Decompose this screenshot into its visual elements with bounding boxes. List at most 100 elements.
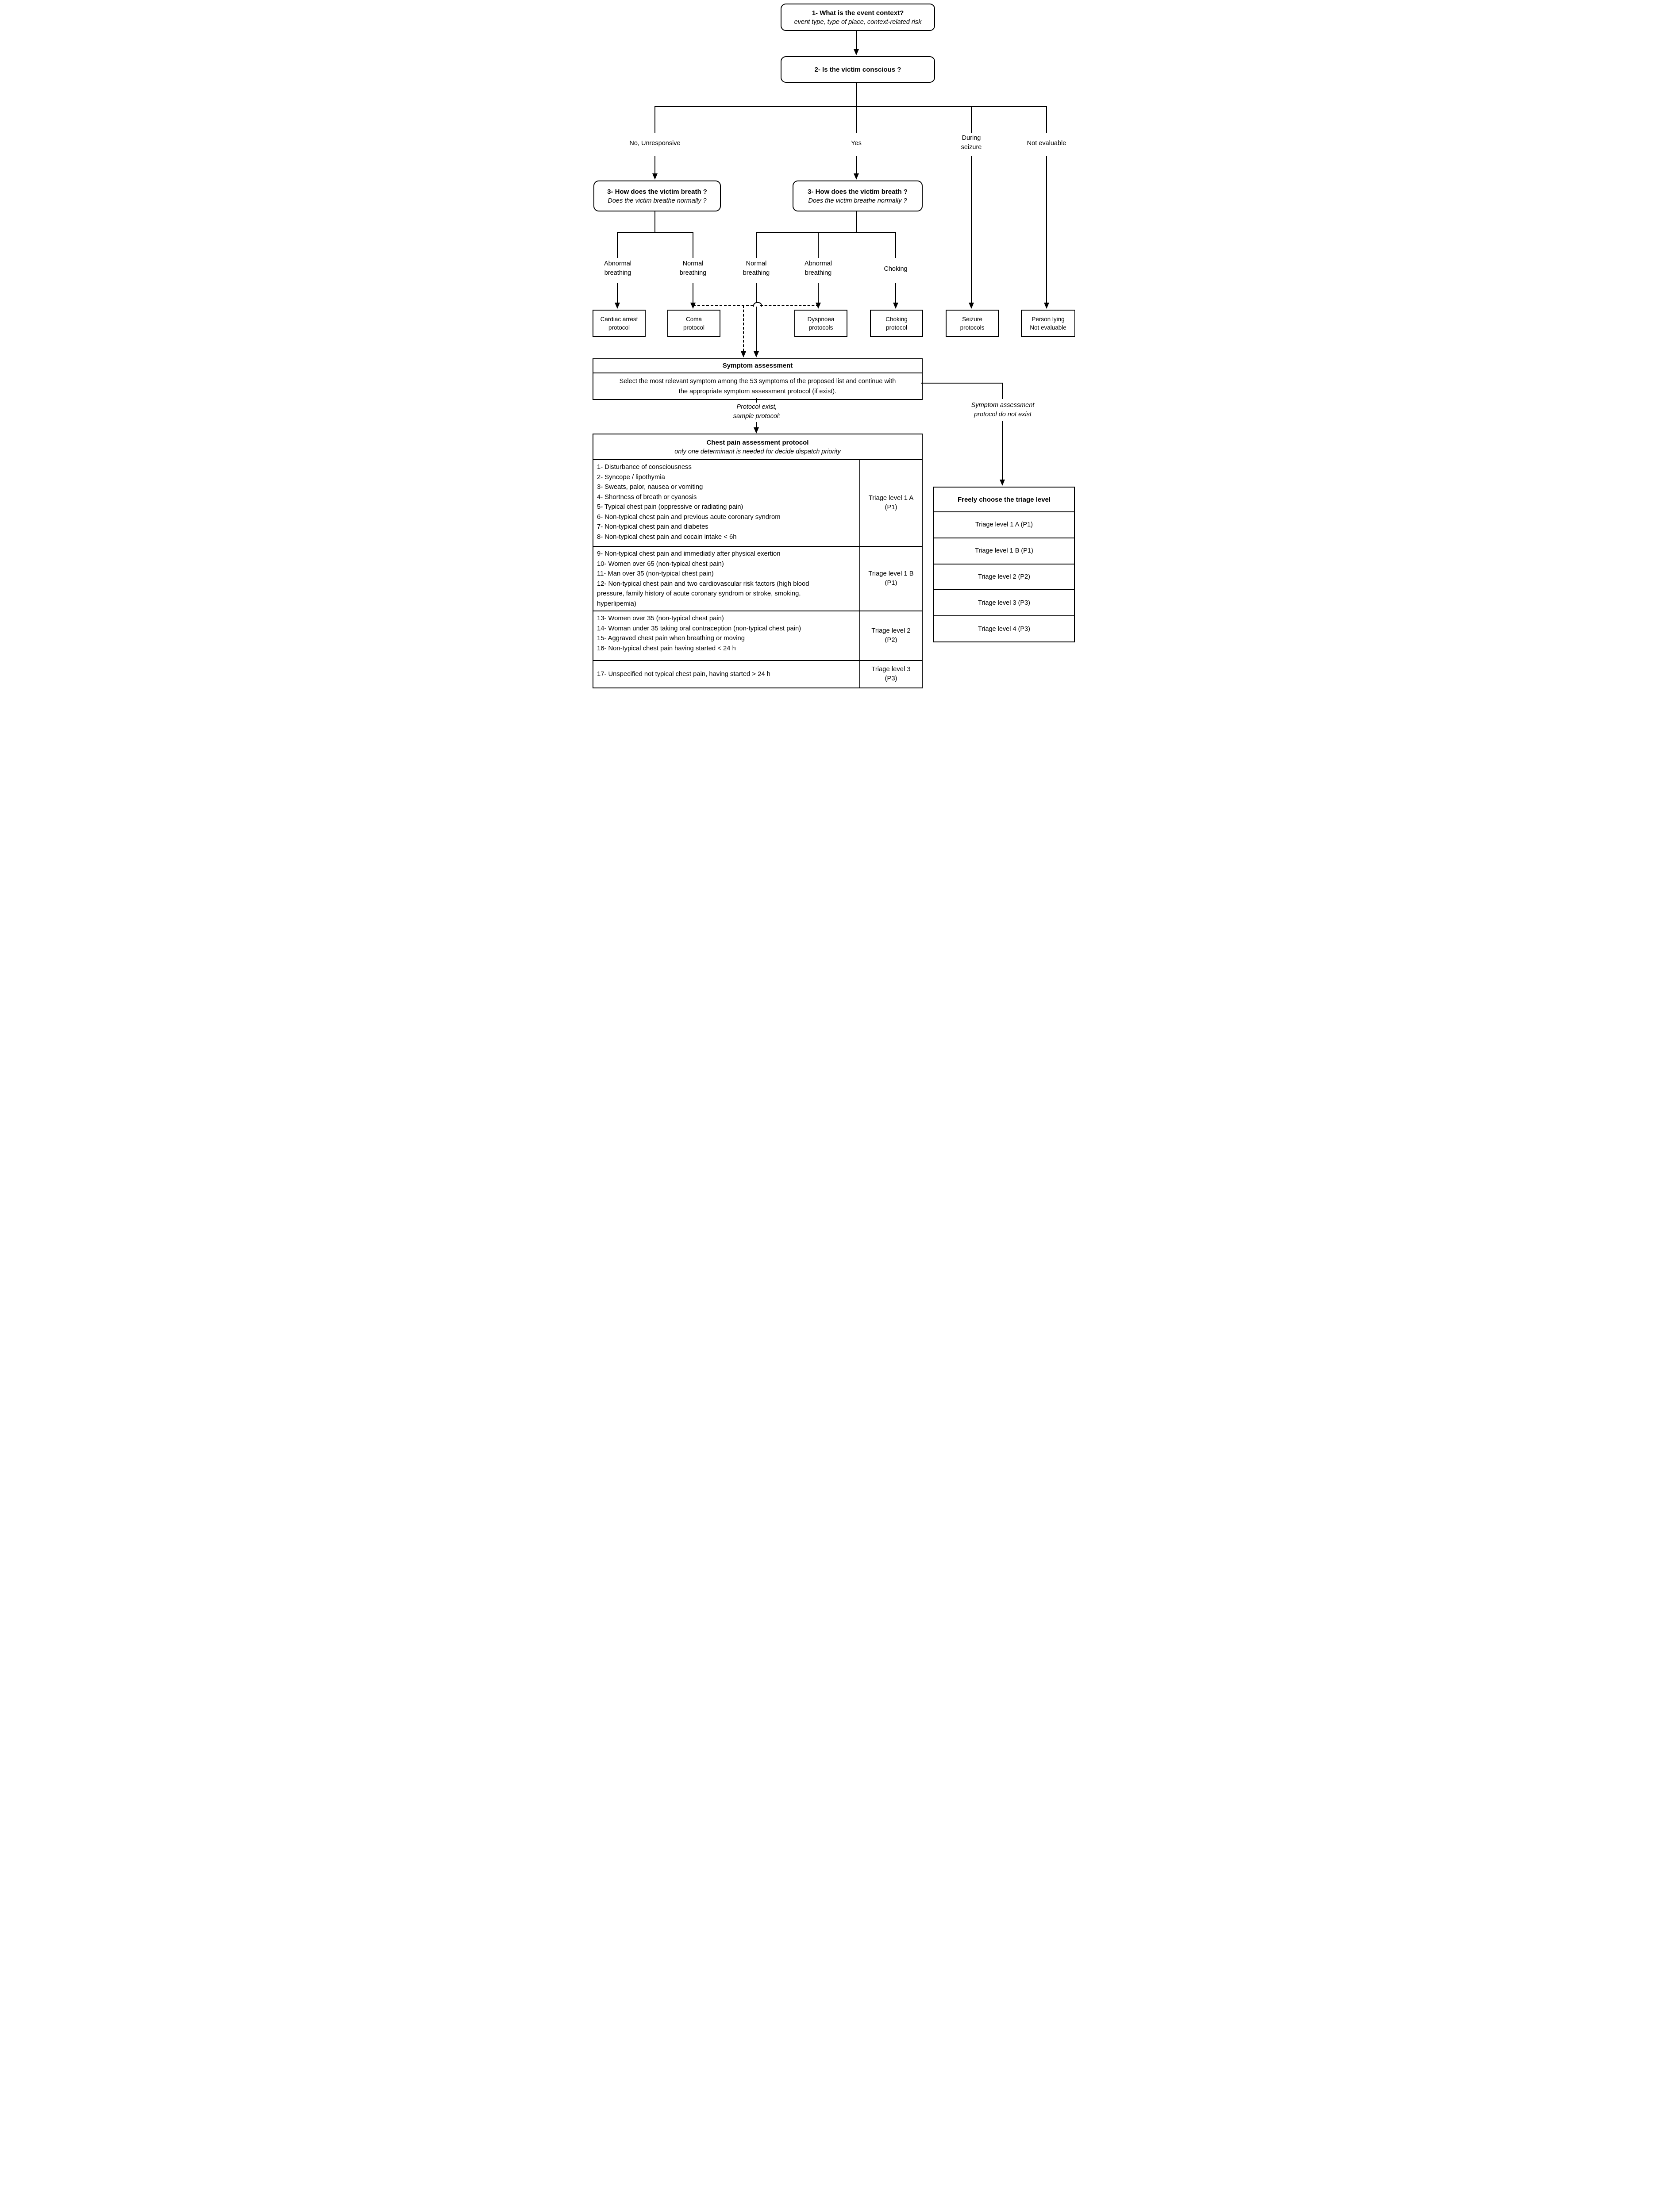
connector-line — [756, 398, 757, 403]
connector-line — [1002, 383, 1003, 399]
triage-option: Triage level 4 (P3) — [978, 625, 1030, 633]
chest-pain-title: Chest pain assessment protocol — [706, 438, 809, 446]
connector-line — [856, 82, 857, 106]
line-hop — [753, 302, 762, 307]
connector-line — [756, 283, 757, 351]
connector-line — [971, 156, 972, 303]
determinant-item: 4- Shortness of breath or cyanosis — [597, 493, 697, 501]
determinant-item: 12- Non-typical chest pain and two cardi… — [597, 580, 809, 607]
determinant-list-cell: 9- Non-typical chest pain and immediatly… — [593, 547, 860, 611]
branch-label-yes: Yes — [851, 140, 862, 147]
determinant-list-cell: 17- Unspecified not typical chest pain, … — [593, 661, 860, 687]
arrow-down-icon — [754, 427, 759, 434]
determinant-item: 6- Non-typical chest pain and previous a… — [597, 513, 781, 521]
protocol-exist-label: Protocol exist, sample protocol: — [733, 403, 781, 420]
connector-line — [856, 31, 857, 49]
arrow-down-icon — [854, 49, 859, 55]
victim-breath-subtitle: Does the victim breathe normally ? — [608, 197, 707, 204]
determinant-item: 16- Non-typical chest pain having starte… — [597, 645, 736, 652]
connector-line — [895, 283, 896, 303]
triage-level-cell: Triage level 3 (P3) — [860, 661, 922, 687]
branch-label-during-seizure: During seizure — [961, 134, 982, 151]
breathing-label-choking: Choking — [884, 265, 908, 273]
triage-priority: (P3) — [885, 675, 897, 682]
triage-option: Triage level 1 A (P1) — [934, 512, 1074, 538]
connector-line — [756, 422, 757, 427]
dyspnoea-protocols-box: Dyspnoea protocols — [794, 310, 847, 337]
seizure-protocols-box: Seizure protocols — [946, 310, 999, 337]
victim-breath-title: 3- How does the victim breath ? — [607, 188, 707, 196]
connector-line — [617, 232, 618, 258]
branch-label-not-evaluable: Not evaluable — [1027, 140, 1066, 147]
victim-breath-subtitle: Does the victim breathe normally ? — [808, 197, 907, 204]
arrow-down-icon — [1000, 480, 1005, 486]
connector-line — [971, 106, 972, 133]
triage-priority: (P1) — [885, 580, 897, 587]
triage-level-label: Triage level 1 A — [868, 495, 914, 502]
determinant-item: 15- Aggraved chest pain when breathing o… — [597, 635, 745, 642]
triage-level-label: Triage level 3 — [871, 666, 911, 673]
connector-line — [1046, 106, 1047, 133]
breathing-label-abnormal-right: Abnormal breathing — [804, 260, 832, 276]
determinant-item: 13- Women over 35 (non-typical chest pai… — [597, 615, 724, 622]
arrow-down-icon — [741, 351, 746, 357]
dashed-connector — [760, 305, 819, 306]
connector-line — [856, 211, 857, 232]
determinant-item: 9- Non-typical chest pain and immediatly… — [597, 550, 781, 557]
victim-conscious-title: 2- Is the victim conscious ? — [814, 65, 901, 73]
determinant-item: 3- Sweats, palor, nausea or vomiting — [597, 484, 703, 491]
event-context-subtitle: event type, type of place, context-relat… — [794, 18, 922, 26]
determinant-item: 8- Non-typical chest pain and cocain int… — [597, 533, 737, 541]
arrow-down-icon — [615, 303, 620, 309]
triage-option: Triage level 3 (P3) — [934, 590, 1074, 617]
event-context-title: 1- What is the event context? — [812, 9, 904, 17]
breathing-label-normal-left: Normal breathing — [679, 260, 707, 276]
chest-pain-assessment-table: Chest pain assessment protocol only one … — [593, 434, 923, 688]
table-row: 9- Non-typical chest pain and immediatly… — [593, 547, 922, 611]
connector-line — [654, 156, 655, 173]
arrow-down-icon — [893, 303, 898, 309]
triage-level-label: Triage level 1 B — [868, 570, 914, 577]
dashed-connector — [743, 305, 744, 351]
connector-line — [756, 232, 757, 258]
arrow-down-icon — [969, 303, 974, 309]
determinant-item: 2- Syncope / lipothymia — [597, 473, 665, 481]
triage-priority: (P2) — [885, 637, 897, 644]
protocol-not-exist-label: Symptom assessment protocol do not exist — [971, 402, 1035, 418]
connector-line — [1002, 421, 1003, 480]
choking-protocol-box: Choking protocol — [870, 310, 923, 337]
branch-label-no-unresponsive: No, Unresponsive — [629, 140, 681, 147]
breathing-label-normal-right: Normal breathing — [743, 260, 770, 276]
symptom-assessment-title: Symptom assessment — [593, 359, 922, 373]
chest-pain-subtitle: only one determinant is needed for decid… — [674, 448, 841, 455]
triage-level-cell: Triage level 1 B (P1) — [860, 547, 922, 611]
free-choice-options: Triage level 1 A (P1)Triage level 1 B (P… — [934, 512, 1074, 641]
connector-line — [818, 283, 819, 303]
person-lying-not-evaluable-box: Person lying Not evaluable — [1021, 310, 1075, 337]
victim-breath-box-right: 3- How does the victim breath ? Does the… — [793, 180, 923, 211]
connector-line — [856, 106, 857, 133]
determinant-item: 5- Typical chest pain (oppressive or rad… — [597, 503, 743, 511]
determinant-item: 7- Non-typical chest pain and diabetes — [597, 523, 708, 530]
arrow-down-icon — [1044, 303, 1049, 309]
arrow-down-icon — [754, 351, 759, 357]
connector-line — [654, 211, 655, 232]
determinant-item: 11- Man over 35 (non-typical chest pain) — [597, 570, 714, 577]
determinant-item: 10- Women over 65 (non-typical chest pai… — [597, 560, 724, 568]
symptom-assessment-box: Symptom assessment Select the most relev… — [593, 358, 923, 400]
table-row: 17- Unspecified not typical chest pain, … — [593, 661, 922, 687]
connector-line — [654, 106, 655, 133]
event-context-box: 1- What is the event context? event type… — [781, 4, 935, 31]
triage-level-cell: Triage level 1 A (P1) — [860, 460, 922, 546]
determinant-list-cell: 13- Women over 35 (non-typical chest pai… — [593, 611, 860, 660]
connector-line — [856, 156, 857, 173]
triage-option: Triage level 1 B (P1) — [934, 538, 1074, 565]
connector-line — [818, 232, 819, 258]
table-row: 13- Women over 35 (non-typical chest pai… — [593, 611, 922, 661]
connector-line — [617, 283, 618, 303]
triage-option: Triage level 2 (P2) — [934, 565, 1074, 591]
victim-breath-box-left: 3- How does the victim breath ? Does the… — [593, 180, 721, 211]
arrow-down-icon — [652, 173, 658, 180]
